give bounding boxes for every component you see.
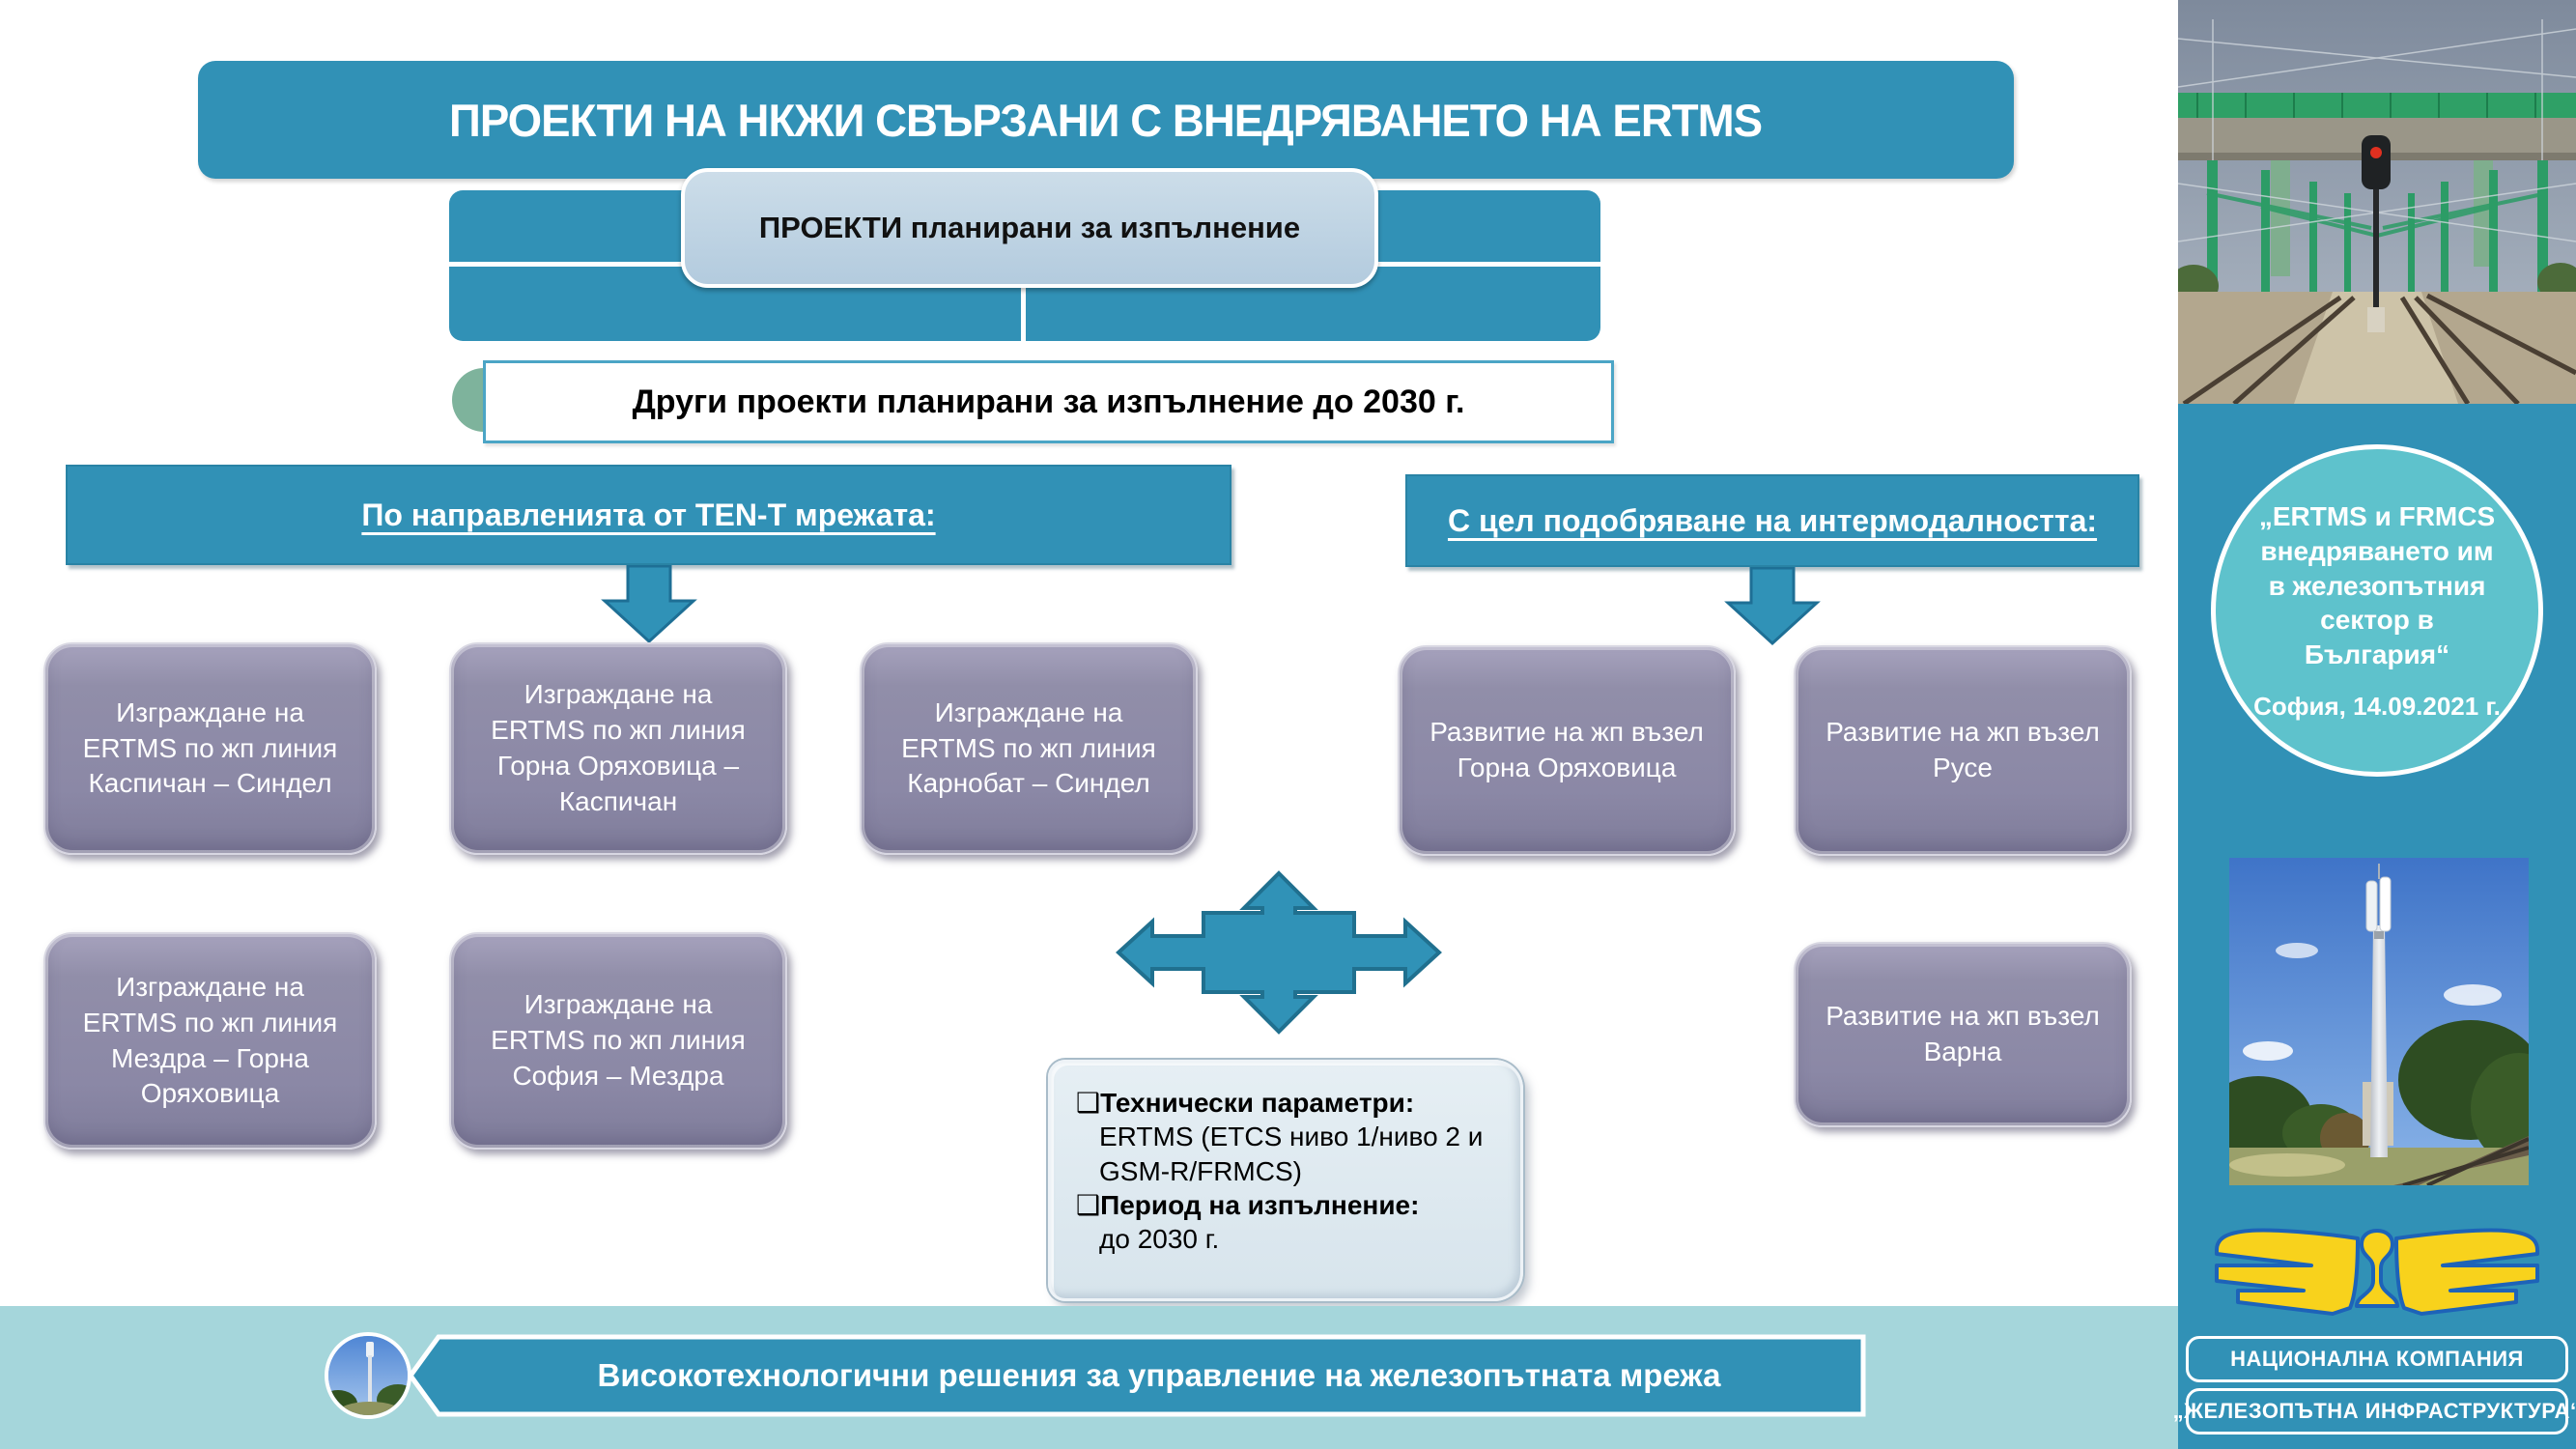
down-arrow-icon — [1724, 567, 1821, 646]
section-header-tent-label: По направленията от TEN-T мрежата: — [361, 497, 936, 532]
company-name-box-line2: „ЖЕЛЕЗОПЪТНА ИНФРАСТРУКТУРА“ — [2173, 1388, 2576, 1435]
project-box-label: Изграждане на ERTMS по жп линия Горна Ор… — [491, 679, 746, 816]
project-box: Развитие на жп възел Горна Оряховица — [1398, 645, 1736, 856]
company-name-line1: НАЦИОНАЛНА КОМПАНИЯ — [2230, 1347, 2524, 1371]
down-arrow-icon — [601, 565, 697, 644]
tech-item-title: ❑Технически параметри: — [1076, 1086, 1495, 1120]
tech-item-title-text: Технически параметри: — [1100, 1088, 1415, 1118]
section-header-tent: По направленията от TEN-T мрежата: — [66, 465, 1231, 565]
slide-title-bar: ПРОЕКТИ НА НКЖИ СВЪРЗАНИ С ВНЕДРЯВАНЕТО … — [198, 61, 2014, 179]
tech-item: ❑Технически параметри: ERTMS (ETCS ниво … — [1076, 1086, 1495, 1188]
tech-item-title-text: Период на изпълнение: — [1100, 1189, 1420, 1220]
square-bullet-icon: ❑ — [1076, 1189, 1101, 1220]
conference-badge: „ERTMS и FRMCS внедряването им в железоп… — [2211, 444, 2543, 777]
section-header-intermodal: С цел подобряване на интермодалността: — [1405, 474, 2139, 567]
footer-slogan: Високотехнологични решения за управление… — [597, 1357, 1721, 1393]
project-box: Изграждане на ERTMS по жп линия Мездра –… — [43, 932, 377, 1150]
footer-banner: Високотехнологични решения за управление… — [406, 1333, 1869, 1418]
section-header-intermodal-label: С цел подобряване на интермодалността: — [1447, 502, 2098, 538]
plan-box: ПРОЕКТИ планирани за изпълнение — [681, 168, 1378, 288]
tech-item-body: ERTMS (ETCS ниво 1/ниво 2 и GSM-R/FRMCS) — [1099, 1122, 1484, 1186]
project-box-label: Развитие на жп възел Горна Оряховица — [1430, 717, 1704, 782]
company-name-box-line1: НАЦИОНАЛНА КОМПАНИЯ — [2186, 1336, 2568, 1382]
quad-arrow-icon — [1116, 870, 1442, 1035]
project-box-label: Изграждане на ERTMS по жп линия Каспичан… — [82, 696, 338, 799]
sidebar: „ERTMS и FRMCS внедряването им в железоп… — [2173, 0, 2576, 1449]
tech-item-title: ❑Период на изпълнение: — [1076, 1188, 1495, 1222]
project-box: Развитие на жп възел Варна — [1794, 942, 2132, 1127]
tech-item-body: до 2030 г. — [1099, 1224, 1220, 1255]
railway-yard-photo — [2178, 0, 2576, 404]
project-box: Изграждане на ERTMS по жп линия Карнобат… — [860, 642, 1198, 855]
nkzi-wings-logo — [2215, 1228, 2539, 1316]
mast-circle-photo — [325, 1332, 411, 1419]
conference-title: „ERTMS и FRMCS внедряването им в железоп… — [2258, 500, 2496, 670]
project-box: Развитие на жп възел Русе — [1794, 645, 2132, 856]
tech-item: ❑Период на изпълнение: до 2030 г. — [1076, 1188, 1495, 1257]
slide-title: ПРОЕКТИ НА НКЖИ СВЪРЗАНИ С ВНЕДРЯВАНЕТО … — [449, 94, 1763, 146]
project-box-label: Развитие на жп възел Варна — [1826, 1001, 2100, 1066]
project-box-label: Изграждане на ERTMS по жп линия София – … — [491, 989, 746, 1091]
technical-parameters-box: ❑Технически параметри: ERTMS (ETCS ниво … — [1048, 1060, 1523, 1301]
plan-box-label: ПРОЕКТИ планирани за изпълнение — [758, 211, 1301, 244]
project-box-label: Развитие на жп възел Русе — [1826, 717, 2100, 782]
project-box-label: Изграждане на ERTMS по жп линия Карнобат… — [901, 696, 1156, 799]
project-box: Изграждане на ERTMS по жп линия Каспичан… — [43, 642, 377, 855]
square-bullet-icon: ❑ — [1076, 1088, 1101, 1118]
project-box-label: Изграждане на ERTMS по жп линия Мездра –… — [82, 971, 338, 1109]
subtitle-box: Други проекти планирани за изпълнение до… — [483, 360, 1614, 443]
gsmr-mast-photo — [2229, 858, 2529, 1185]
footer-banner-shape — [407, 1334, 1866, 1417]
subtitle-text: Други проекти планирани за изпълнение до… — [632, 383, 1465, 420]
project-box: Изграждане на ERTMS по жп линия София – … — [449, 932, 787, 1150]
conference-date: София, 14.09.2021 г. — [2253, 692, 2501, 722]
plan-banner: ПРОЕКТИ планирани за изпълнение — [449, 168, 1600, 341]
company-name-line2: „ЖЕЛЕЗОПЪТНА ИНФРАСТРУКТУРА“ — [2172, 1399, 2576, 1423]
project-box: Изграждане на ERTMS по жп линия Горна Ор… — [449, 642, 787, 855]
